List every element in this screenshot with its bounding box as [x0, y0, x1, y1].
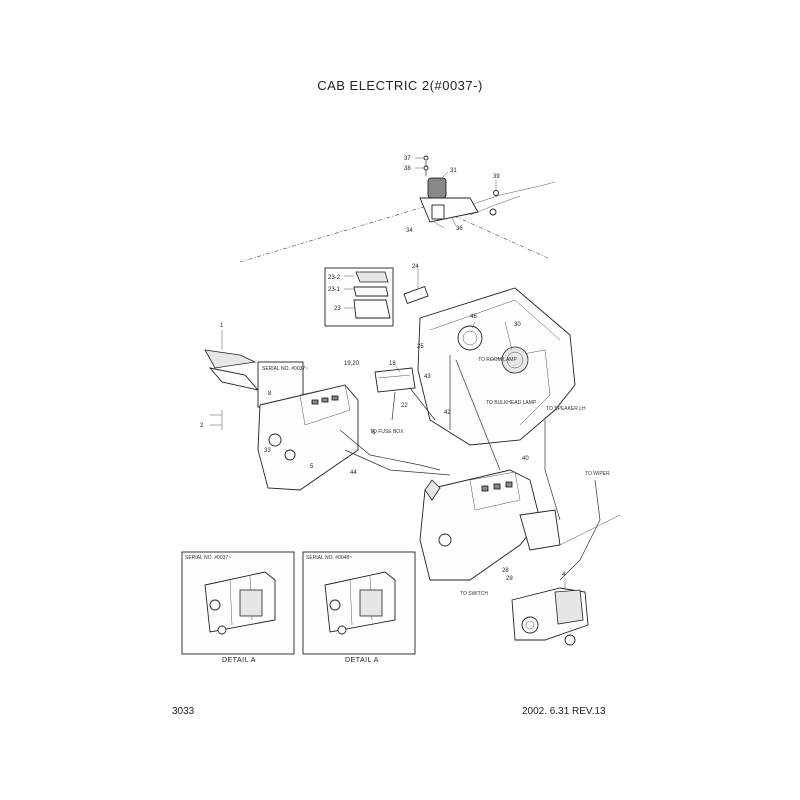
callout-1: 1 [220, 323, 224, 329]
detail-a-left: SERIAL NO. #0037~ [181, 551, 295, 655]
callout-24: 24 [412, 264, 419, 270]
date-revision: 2002. 6.31 REV.13 [522, 706, 606, 717]
bracket-part-4 [511, 578, 589, 646]
detail-a-right: SERIAL NO. #0048~ [302, 551, 416, 655]
callout-18: 18 [389, 361, 396, 367]
inset-part-23 [324, 267, 394, 327]
note-to-bulkhead-lamp: TO BULKHEAD LAMP [486, 400, 537, 406]
callout-5: 5 [310, 464, 314, 470]
callout-23: 23 [334, 306, 341, 312]
callout-30: 30 [514, 322, 521, 328]
center-radio-unit [374, 364, 436, 421]
callout-44: 44 [350, 470, 357, 476]
note-left-serial-top: SERIAL NO. #0037~ [262, 366, 308, 372]
beacon-lamp-assembly [239, 155, 556, 263]
callout-4: 4 [562, 572, 566, 578]
callout-38: 38 [404, 166, 411, 172]
detail-left-serial: SERIAL NO. #0037~ [185, 555, 231, 561]
callout-23-2: 23-2 [328, 275, 341, 281]
callout-6: 6 [372, 430, 376, 436]
callout-31: 31 [450, 168, 457, 174]
callout-33: 33 [264, 448, 271, 454]
right-console [419, 420, 621, 581]
note-to-switch: TO SWITCH [460, 591, 488, 597]
detail-right-caption: DETAIL A [345, 657, 379, 664]
callout-22: 22 [401, 403, 408, 409]
detail-left-caption: DETAIL A [222, 657, 256, 664]
callout-39: 39 [493, 174, 500, 180]
callout-19-20: 19,20 [344, 361, 360, 367]
callout-23-1: 23-1 [328, 287, 341, 293]
callout-29: 29 [506, 576, 513, 582]
callout-8: 8 [268, 391, 272, 397]
note-to-fuse-box: TO FUSE BOX [370, 429, 404, 435]
callout-37: 37 [404, 156, 411, 162]
callout-40: 40 [522, 456, 529, 462]
callout-28: 28 [502, 568, 509, 574]
note-to-wiper: TO WIPER [585, 471, 610, 477]
note-speaker-lh: TO SPEAKER LH [546, 406, 586, 412]
callout-42: 42 [444, 410, 451, 416]
cab-rear-panel [403, 268, 576, 471]
callout-36: 36 [456, 226, 463, 232]
callout-2: 2 [200, 423, 204, 429]
callout-34: 34 [406, 228, 413, 234]
left-console: SERIAL NO. #0037~ [257, 361, 451, 491]
page-number: 3033 [172, 706, 195, 717]
diagram-title: CAB ELECTRIC 2(#0037-) [317, 78, 483, 93]
detail-right-serial: SERIAL NO. #0048~ [306, 555, 352, 561]
callout-46: 46 [470, 314, 477, 320]
callout-25: 25 [417, 344, 424, 350]
note-to-room-lamp: TO ROOM LAMP [478, 357, 517, 363]
left-trim-parts [204, 330, 260, 430]
callout-43: 43 [424, 374, 431, 380]
